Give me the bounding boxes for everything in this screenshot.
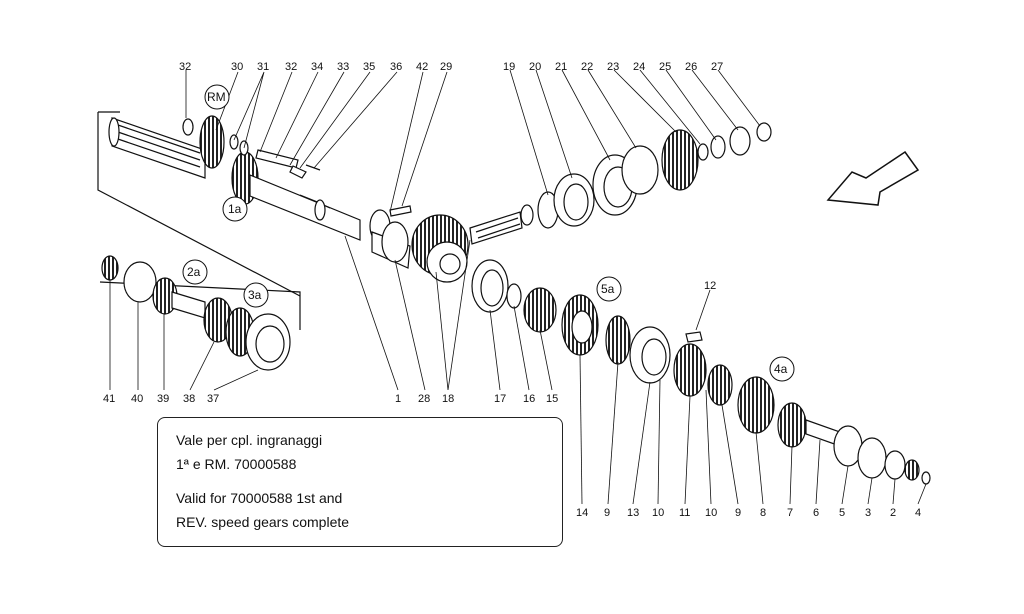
main-shaft-assembly	[97, 111, 469, 297]
svg-text:4a: 4a	[774, 362, 788, 376]
callout-23: 23	[607, 61, 619, 73]
callout-9: 9	[604, 507, 610, 519]
callout-10: 10	[652, 507, 664, 519]
callout-32: 32	[179, 61, 191, 73]
badge-4a: 4a	[769, 356, 795, 382]
output-shaft-assembly	[469, 122, 772, 245]
callout-28: 28	[418, 393, 430, 405]
svg-text:RM: RM	[207, 90, 226, 104]
callout-7: 7	[787, 507, 793, 519]
callout-4: 4	[915, 507, 921, 519]
callout-41: 41	[103, 393, 115, 405]
callout-30: 30	[231, 61, 243, 73]
badge-5a: 5a	[596, 276, 622, 302]
callout-5: 5	[839, 507, 845, 519]
callout-42: 42	[416, 61, 428, 73]
svg-text:2a: 2a	[187, 265, 201, 279]
callout-34: 34	[311, 61, 323, 73]
badge-3a: 3a	[243, 282, 269, 308]
note-english-line-1: Valid for 70000588 1st and	[176, 490, 343, 506]
callout-2: 2	[890, 507, 896, 519]
callout-17: 17	[494, 393, 506, 405]
callout-12: 12	[704, 280, 716, 292]
callout-16: 16	[523, 393, 535, 405]
callout-13: 13	[627, 507, 639, 519]
badge-rm: RM	[204, 84, 230, 110]
svg-text:1a: 1a	[228, 202, 242, 216]
callout-8: 8	[760, 507, 766, 519]
callout-32: 32	[285, 61, 297, 73]
callout-26: 26	[685, 61, 697, 73]
callout-36: 36	[390, 61, 402, 73]
callout-labels-bottom-left: 41 40 39 38 37	[103, 393, 219, 405]
callout-35: 35	[363, 61, 375, 73]
callout-31: 31	[257, 61, 269, 73]
callout-14: 14	[576, 507, 588, 519]
callout-37: 37	[207, 393, 219, 405]
svg-text:3a: 3a	[248, 288, 262, 302]
callout-38: 38	[183, 393, 195, 405]
note-english-line-2: REV. speed gears complete	[176, 514, 350, 530]
callout-labels-top: 32 30 31 32 34 33 35 36 42 29 19 20 21 2…	[179, 61, 723, 73]
callout-39: 39	[157, 393, 169, 405]
svg-text:5a: 5a	[601, 282, 615, 296]
group-badges: RM 1a 2a 3a 5a 4a	[182, 84, 795, 382]
callout-6: 6	[813, 507, 819, 519]
callout-40: 40	[131, 393, 143, 405]
callout-1: 1	[395, 393, 401, 405]
note-italian-line-1: Vale per cpl. ingranaggi	[176, 432, 323, 448]
callout-15: 15	[546, 393, 558, 405]
callout-25: 25	[659, 61, 671, 73]
callout-10: 10	[705, 507, 717, 519]
countershaft-assembly	[471, 259, 931, 485]
callout-27: 27	[711, 61, 723, 73]
badge-2a: 2a	[182, 259, 208, 285]
callout-24: 24	[633, 61, 645, 73]
callout-18: 18	[442, 393, 454, 405]
callout-labels-bottom: 1 28 18 17 16 15 14 9 13 10 11 10 9 8 7 …	[395, 393, 921, 519]
callout-11: 11	[679, 507, 690, 519]
badge-1a: 1a	[222, 196, 248, 222]
callout-20: 20	[529, 61, 541, 73]
callout-33: 33	[337, 61, 349, 73]
callout-3: 3	[865, 507, 871, 519]
note-italian-line-2: 1ª e RM. 70000588	[176, 456, 297, 472]
direction-arrow-icon	[826, 150, 920, 206]
leader-lines	[109, 69, 927, 515]
callout-22: 22	[581, 61, 593, 73]
callout-9: 9	[735, 507, 741, 519]
callout-19: 19	[503, 61, 515, 73]
applicability-note-box: Vale per cpl. ingranaggi 1ª e RM. 700005…	[157, 417, 563, 547]
reverse-gear-assembly	[99, 255, 301, 371]
callout-29: 29	[440, 61, 452, 73]
callout-21: 21	[555, 61, 567, 73]
